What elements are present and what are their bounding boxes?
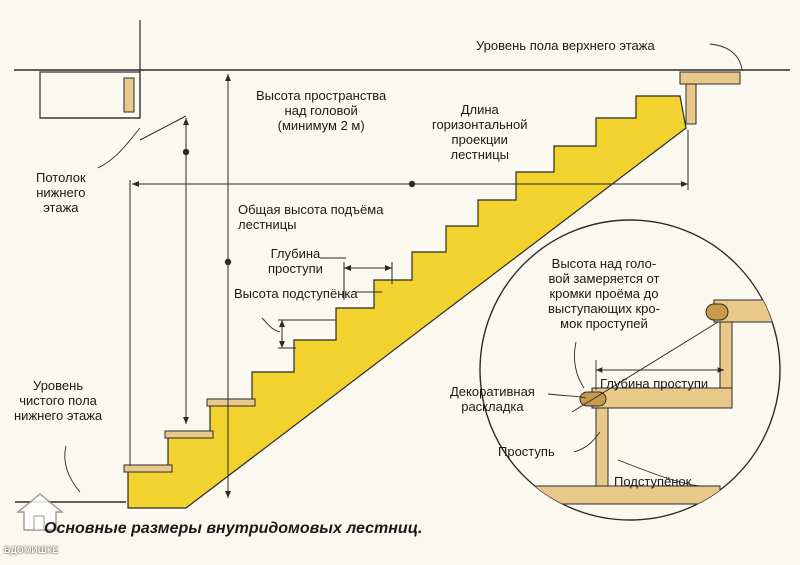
tread-label: Проступь	[498, 444, 555, 459]
upper-floor-label: Уровень пола верхнего этажа	[476, 38, 655, 53]
riser-label: Подступёнок	[614, 474, 692, 489]
upper-floor-slab	[14, 20, 790, 125]
horizontal-length-label: Длина горизонтальной проекции лестницы	[432, 102, 528, 162]
leader-lines	[64, 43, 743, 493]
watermark-text: БДОМИШКЕ	[4, 545, 59, 555]
riser-height-label: Высота подступёнка	[234, 286, 358, 301]
watermark-logo-icon	[16, 493, 64, 531]
dimension-lines	[129, 74, 689, 498]
ceiling-label: Потолок нижнего этажа	[36, 170, 86, 215]
lower-floor-label: Уровень чистого пола нижнего этажа	[14, 378, 103, 423]
tread-depth-label: Глубина проступи	[268, 246, 323, 276]
headroom-label: Высота пространства над головой (минимум…	[256, 88, 387, 133]
detail-tread-depth-label: Глубина проступи	[600, 376, 709, 391]
nosing-label: Декоративная раскладка	[450, 384, 535, 414]
total-rise-label: Общая высота подъёма лестницы	[238, 202, 384, 232]
tread-boards	[123, 398, 256, 473]
detail-view	[479, 219, 781, 521]
detail-note-label: Высота над голо- вой замеряется от кромк…	[548, 256, 660, 331]
dimension-dots	[182, 148, 416, 266]
figure-caption: Основные размеры внутридомовых лестниц.	[44, 520, 423, 537]
